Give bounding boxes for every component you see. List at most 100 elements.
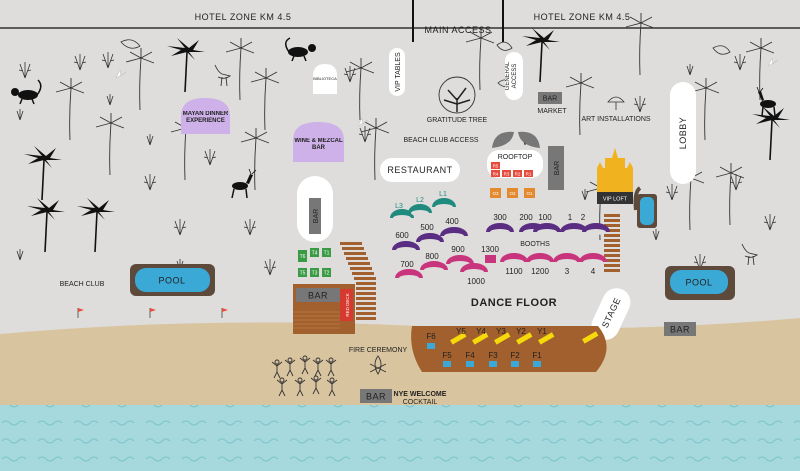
heron-icon [741,243,759,266]
mayan-dinner-label: MAYAN DINNER EXPERIENCE [182,111,229,125]
f-table-labels: F6 F5 F4 F3 F2 F1 [426,332,542,360]
t-tables [298,248,331,277]
booth-number: 300 [493,213,507,222]
market-label: MARKET [537,108,567,115]
vip-walkway [633,186,642,211]
rooftop-leaves [492,131,540,148]
dancers [271,355,338,397]
y-table-label: Y5 [456,327,466,336]
bar-market[interactable] [538,92,562,104]
general-access-pill[interactable] [505,52,523,100]
f-table-label: F5 [442,351,452,360]
y-table-label: Y4 [476,327,486,336]
monkey-icon [285,37,316,62]
rooftop-table-label: O3 [492,191,499,196]
fire-ceremony-label: FIRE CEREMONY [349,347,408,354]
red-deck[interactable] [340,289,353,321]
deer-icon [231,168,257,199]
booth-number: 800 [425,252,439,261]
nye-welcome-label: NYE WELCOME [394,391,447,398]
booth-number: 1100 [505,267,523,276]
flag-icon [77,308,84,318]
booths[interactable] [392,223,610,253]
heron-icon [214,64,232,87]
vip-plunge-pool [640,197,654,225]
f-table-label: F2 [510,351,520,360]
t-table-label: T4 [312,251,318,257]
vip-loft-castle[interactable] [597,148,633,204]
lobby-pill[interactable] [670,82,696,184]
pool-right[interactable] [670,270,728,294]
bar-central-label: BAR [308,291,328,301]
booth-numbers: 300 200 100 1 2 600 500 400 900 800 700 … [395,213,595,286]
bar-rooftop[interactable] [548,146,564,190]
y-table-label: Y3 [496,327,506,336]
road-label-right: HOTEL ZONE KM 4.5 [534,12,631,22]
y-table-label: Y1 [537,327,547,336]
bar-beach-label: BAR [366,392,386,402]
booth-number: 1000 [467,277,485,286]
t-table-label: T1 [324,251,330,257]
dance-floor-label: DANCE FLOOR [471,297,557,309]
booth-number: 400 [445,217,459,226]
lobby-label: LOBBY [678,117,688,150]
booth-number: 4 [591,267,596,276]
bar-right-label: BAR [670,325,690,335]
beach-deck [411,326,607,372]
t-table-labels: T6 T4 T1 T5 T3 T2 [300,251,330,277]
biblioteca-building[interactable] [313,64,337,94]
vip-loft-label: VIP LOFT [603,197,628,203]
road [0,0,800,42]
flag-icon [149,308,156,318]
rose-booths[interactable] [395,253,607,281]
gratitude-tree-icon [438,76,476,114]
lounge-label: L2 [416,197,424,204]
bar-beach[interactable] [360,389,392,403]
booth-number: 600 [395,231,409,240]
lounge-label: L1 [439,191,447,198]
f-tables[interactable] [427,343,541,367]
cocktail-label: COCKTAIL [403,399,438,406]
gratitude-tree-label: GRATITUDE TREE [427,117,488,124]
road-label-left: HOTEL ZONE KM 4.5 [195,12,292,22]
bar-right[interactable] [664,322,696,336]
mayan-dinner-dome[interactable] [181,98,230,134]
wine-mezcal-dome[interactable] [293,122,344,162]
f-table-label: F3 [488,351,498,360]
stairs-left [340,242,376,320]
booth-number: 1200 [531,267,549,276]
booth-number: 2 [581,213,586,222]
deer-icon [756,86,776,117]
t-table-label: T3 [312,271,318,277]
booth-number: 700 [400,260,414,269]
general-access-label: GENERAL ACCESS [505,61,519,91]
rooftop-tables [490,162,535,198]
pool-left[interactable] [135,268,210,292]
biblioteca-label: BIBLIOTECA [313,76,337,81]
flag-icon [221,308,228,318]
t-table-label: T5 [300,271,306,277]
red-deck-label: RED DECK [345,293,350,316]
rooftop-table-label: R3 [504,172,510,177]
booth-number: 1 [568,213,573,222]
pool-left-label: POOL [158,276,185,286]
y-tables[interactable] [450,331,599,345]
bar-central[interactable] [296,288,340,302]
booth-number: 3 [565,267,570,276]
stage[interactable] [587,284,635,345]
main-access-label[interactable]: MAIN ACCESS [424,25,491,35]
leaf-icon [120,39,731,88]
bar-tower-counter[interactable] [309,198,321,234]
bar-tower-label: BAR [313,209,320,223]
vip-tables-pill[interactable] [389,48,405,96]
f-table-label: F1 [532,351,542,360]
lounge-sets[interactable] [390,198,456,221]
sea-waves [0,405,800,471]
t-table-label: T6 [300,254,306,260]
vip-tables-label: VIP TABLES [395,52,402,92]
restaurant-pill[interactable] [380,158,460,182]
beach-club-label: BEACH CLUB [60,281,105,288]
lounge-label: L3 [395,203,403,210]
firefly-icon [115,57,779,127]
rooftop-table-label: R2 [515,172,521,177]
